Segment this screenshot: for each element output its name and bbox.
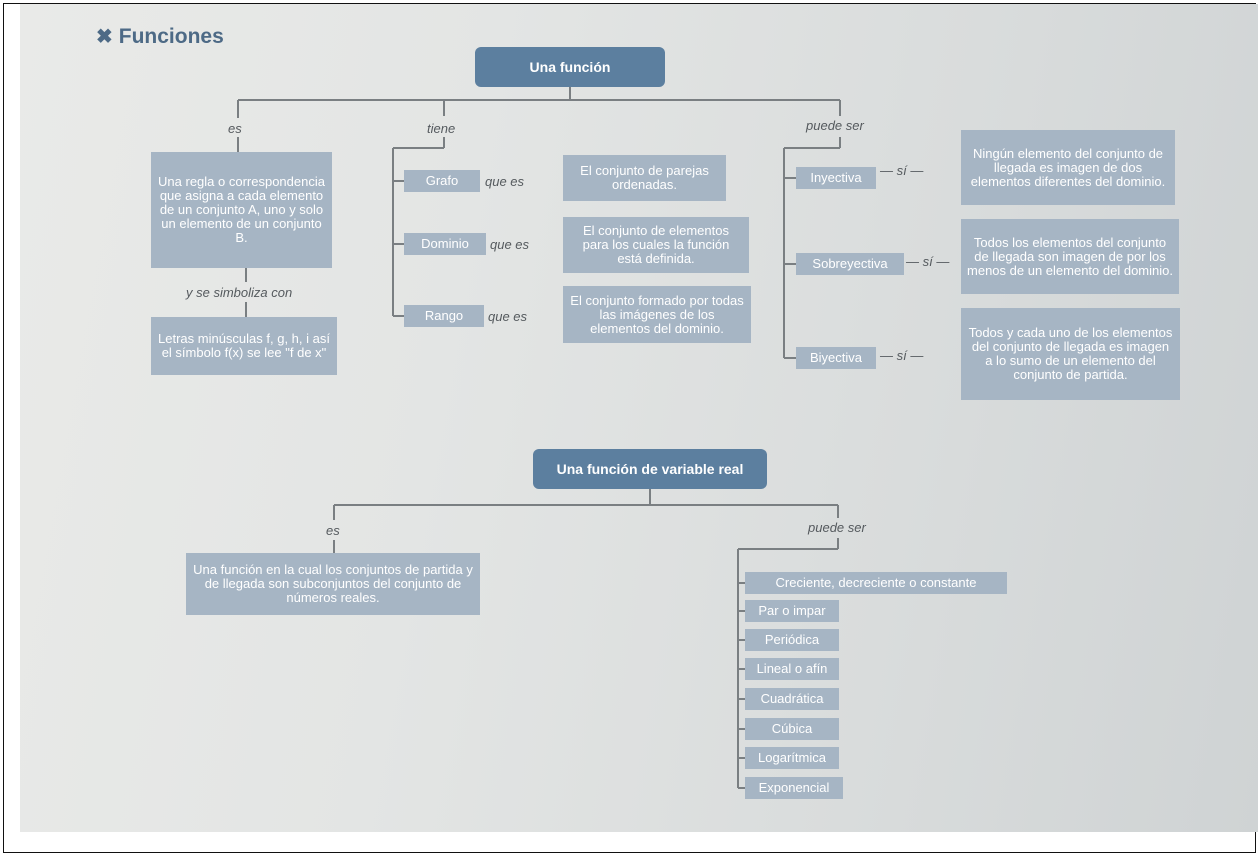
kind-item: Cúbica <box>745 718 839 740</box>
si-label: — sí — <box>906 254 950 269</box>
type-desc-sobreyectiva: Todos los elementos del conjunto de lleg… <box>961 219 1179 294</box>
root-node-funcion-variable-real: Una función de variable real <box>533 449 767 489</box>
branch-label-puede-ser: puede ser <box>806 118 864 133</box>
kind-item: Exponencial <box>745 777 843 799</box>
si-label: — sí — <box>880 163 924 178</box>
branch-label-es: es <box>326 523 340 538</box>
branch-label-tiene: tiene <box>427 121 456 136</box>
branch-label-es: es <box>228 121 242 136</box>
root-node-una-funcion: Una función <box>475 47 665 87</box>
type-node-sobreyectiva: Sobreyectiva <box>796 253 904 275</box>
section-title: Funciones <box>118 24 224 48</box>
type-desc-inyectiva: Ningún elemento del conjunto de llegada … <box>961 130 1175 205</box>
kind-item: Lineal o afín <box>745 658 839 680</box>
si-text: sí <box>922 254 933 269</box>
que-es-label: que es <box>490 237 530 252</box>
si-text: sí <box>896 163 907 178</box>
part-desc-rango: El conjunto formado por todas las imágen… <box>563 286 751 343</box>
type-desc-biyectiva: Todos y cada uno de los elementos del co… <box>961 308 1180 400</box>
type-node-inyectiva: Inyectiva <box>796 167 876 189</box>
kind-item: Par o impar <box>745 600 839 622</box>
definition-box: Una regla o correspondencia que asigna a… <box>151 152 332 268</box>
part-desc-grafo: El conjunto de parejas ordenadas. <box>563 155 726 201</box>
si-label: — sí — <box>880 348 924 363</box>
kind-item: Periódica <box>745 629 839 651</box>
que-es-label: que es <box>488 309 528 324</box>
kind-item: Cuadrática <box>745 688 839 710</box>
simbolize-label: y se simboliza con <box>186 285 293 300</box>
part-desc-dominio: El conjunto de elementos para los cuales… <box>563 217 749 273</box>
real-function-definition: Una función en la cual los conjuntos de … <box>186 553 480 615</box>
kind-item: Logarítmica <box>745 747 839 769</box>
branch-label-puede-ser: puede ser <box>808 520 866 535</box>
part-node-rango: Rango <box>404 305 484 327</box>
cross-arrows-icon: ✖ <box>96 26 113 48</box>
part-node-grafo: Grafo <box>404 170 480 192</box>
type-node-biyectiva: Biyectiva <box>796 347 876 369</box>
que-es-label: que es <box>485 174 525 189</box>
notation-box: Letras minúsculas f, g, h, i así el símb… <box>151 317 337 375</box>
part-node-dominio: Dominio <box>404 233 486 255</box>
section-heading: ✖ Funciones <box>96 24 224 49</box>
si-text: sí <box>896 348 907 363</box>
kind-item: Creciente, decreciente o constante <box>745 572 1007 594</box>
